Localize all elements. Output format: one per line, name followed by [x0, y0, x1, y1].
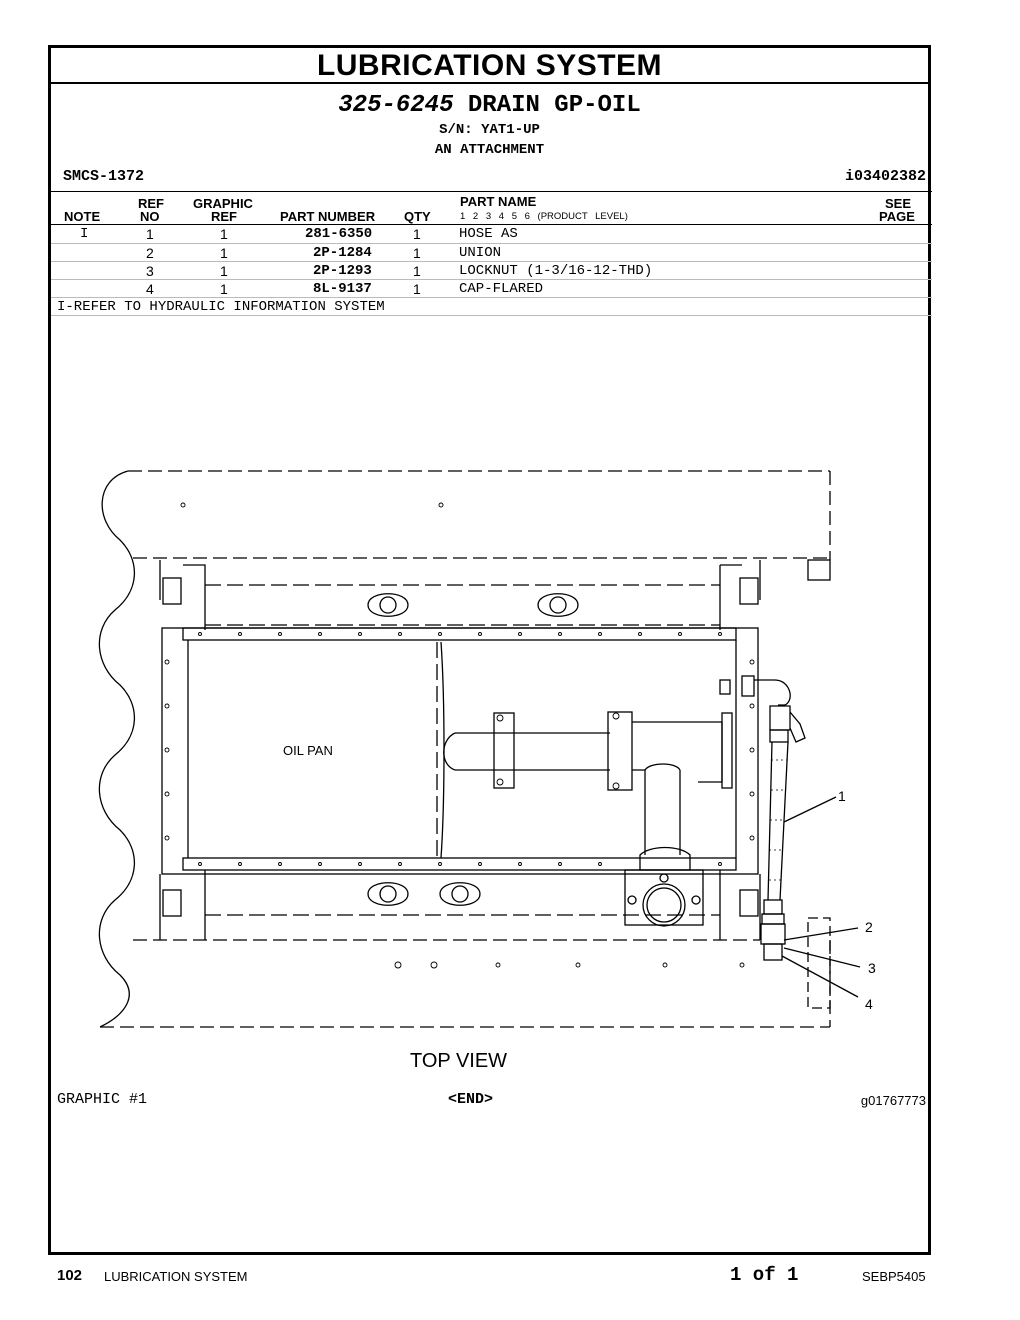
page-number: 102	[57, 1267, 83, 1284]
row3-ref: 3	[146, 263, 154, 279]
col-qty: QTY	[404, 209, 431, 224]
row4-part-name: CAP-FLARED	[459, 281, 544, 297]
row1-graphic-ref: 1	[220, 226, 228, 242]
page-of: 1 of 1	[730, 1264, 799, 1286]
row4-part-number: 8L-9137	[313, 281, 372, 297]
row-rule	[51, 261, 932, 262]
row2-part-number: 2P-1284	[313, 245, 372, 261]
group-name: DRAIN GP-OIL	[467, 92, 641, 119]
col-ref-top: REF	[138, 196, 164, 211]
row3-qty: 1	[413, 263, 421, 279]
row1-qty: 1	[413, 226, 421, 242]
col-ref-bottom: NO	[140, 209, 160, 224]
oil-pan-label: OIL PAN	[283, 743, 333, 758]
smcs-code: SMCS-1372	[63, 168, 145, 185]
row1-part-number: 281-6350	[305, 226, 373, 242]
callout-2: 2	[865, 919, 873, 935]
row-rule	[51, 297, 932, 298]
end-label: <END>	[448, 1091, 494, 1108]
info-id: i03402382	[844, 168, 926, 185]
row4-qty: 1	[413, 281, 421, 297]
group-part-number: 325-6245	[338, 92, 454, 119]
row2-qty: 1	[413, 245, 421, 261]
page-section: LUBRICATION SYSTEM	[104, 1269, 248, 1284]
row1-note: I	[80, 226, 89, 242]
group-title: 325-6245 DRAIN GP-OIL	[51, 93, 928, 119]
callout-4: 4	[865, 996, 873, 1012]
page-frame	[48, 45, 931, 1255]
footnote-rule	[51, 315, 932, 316]
row-rule	[51, 243, 932, 244]
serial-number: S/N: YAT1-UP	[439, 122, 540, 138]
row2-ref: 2	[146, 245, 154, 261]
callout-3: 3	[868, 960, 876, 976]
row3-part-number: 2P-1293	[313, 263, 372, 279]
row4-ref: 4	[146, 281, 154, 297]
table-top-rule	[51, 191, 932, 192]
row3-graphic-ref: 1	[220, 263, 228, 279]
col-graphic-bottom: REF	[211, 209, 237, 224]
attachment-label: AN ATTACHMENT	[434, 142, 545, 158]
col-see-top: SEE	[885, 196, 912, 211]
graphic-label: GRAPHIC #1	[57, 1091, 148, 1108]
callout-1: 1	[838, 788, 846, 804]
row2-part-name: UNION	[459, 245, 502, 261]
header-rule	[51, 224, 932, 225]
row3-part-name: LOCKNUT (1-3/16-12-THD)	[459, 263, 653, 279]
col-note: NOTE	[64, 209, 101, 224]
col-graphic-top: GRAPHIC	[193, 196, 253, 211]
section-title: LUBRICATION SYSTEM	[51, 48, 928, 84]
row2-graphic-ref: 1	[220, 245, 228, 261]
row1-part-name: HOSE AS	[459, 226, 518, 242]
col-product-level: 1 2 3 4 5 6 (PRODUCT LEVEL)	[460, 211, 628, 222]
col-part-name: PART NAME	[460, 194, 537, 209]
table-footnote: I-REFER TO HYDRAULIC INFORMATION SYSTEM	[57, 299, 385, 315]
row-rule	[51, 279, 932, 280]
col-see-bottom: PAGE	[879, 209, 915, 224]
graphic-id: g01767773	[860, 1093, 926, 1108]
col-part-number: PART NUMBER	[280, 209, 376, 224]
doc-id: SEBP5405	[862, 1269, 926, 1284]
row1-ref: 1	[146, 226, 154, 242]
view-label: TOP VIEW	[410, 1050, 507, 1072]
row4-graphic-ref: 1	[220, 281, 228, 297]
